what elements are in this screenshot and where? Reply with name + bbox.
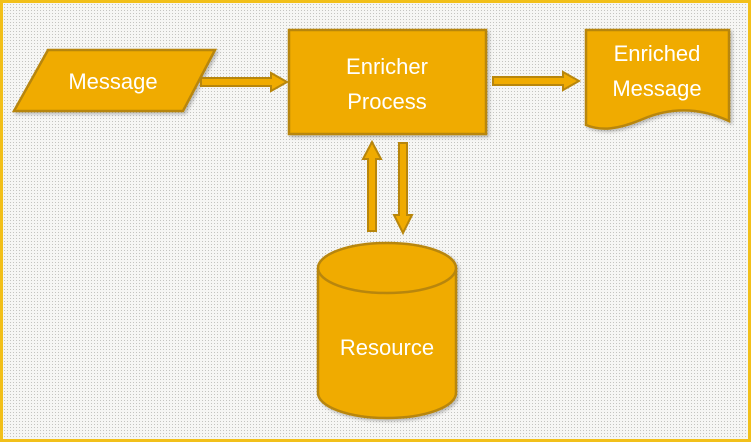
enriched-message-label-line-2: Message xyxy=(612,76,701,101)
arrow-enricher-to-enriched xyxy=(492,70,582,92)
message-label: Message xyxy=(68,69,157,94)
enricher-process-label-line-2: Process xyxy=(347,89,426,114)
arrow-resource-to-enricher xyxy=(361,139,383,232)
resource-node xyxy=(316,241,458,420)
enricher-diagram: Message Enricher Process Enriched Messag… xyxy=(11,28,731,420)
arrow-message-to-enricher xyxy=(200,71,290,93)
enriched-message-node xyxy=(584,28,731,130)
message-node xyxy=(11,48,218,113)
resource-label: Resource xyxy=(340,335,434,360)
enricher-process-node xyxy=(287,28,488,136)
enricher-process-label-line-1: Enricher xyxy=(346,54,428,79)
arrow-enricher-to-resource xyxy=(392,142,414,236)
enriched-message-label-line-1: Enriched xyxy=(614,41,701,66)
